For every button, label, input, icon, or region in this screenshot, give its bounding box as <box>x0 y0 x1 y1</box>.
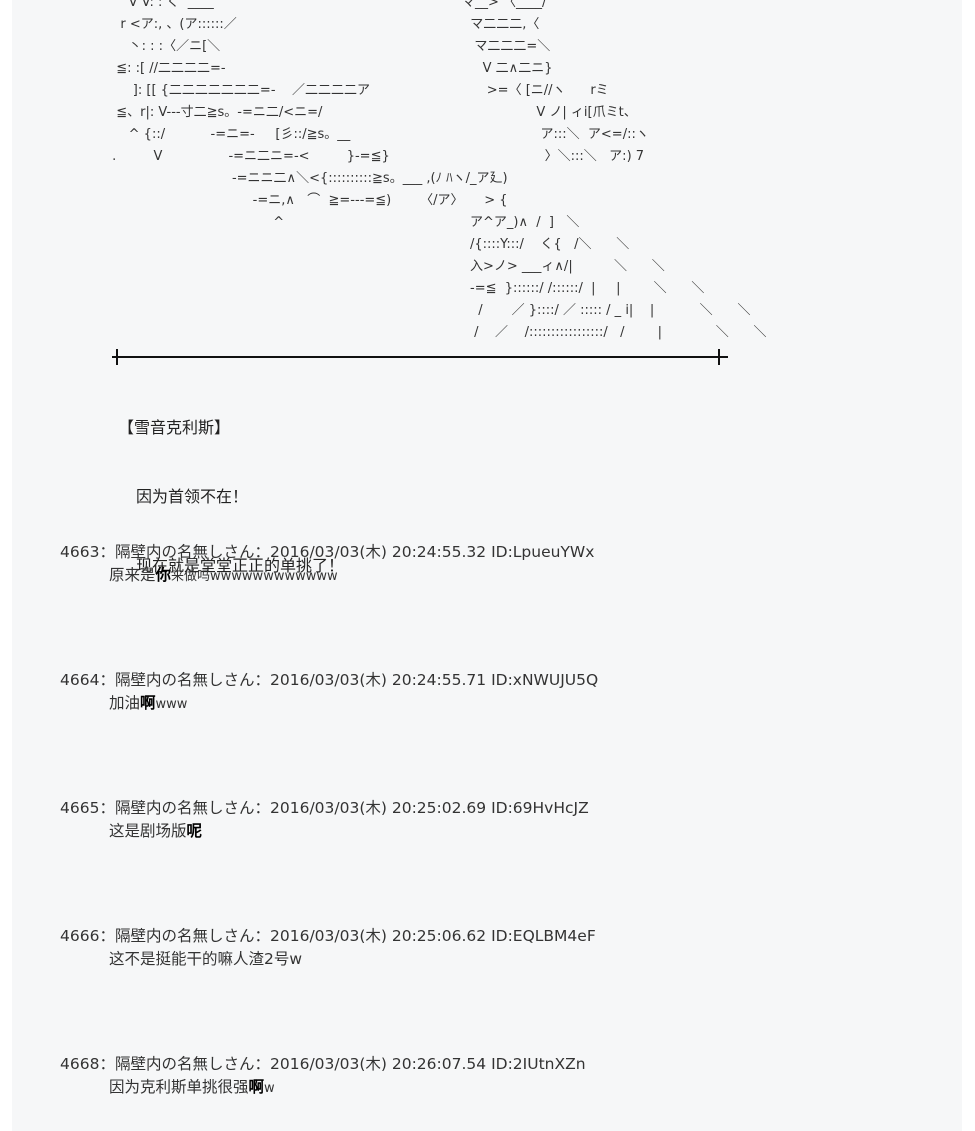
ascii-art-line: マ二二二=＼ <box>462 39 551 54</box>
post-number[interactable]: 4663 <box>60 543 100 561</box>
ascii-art-line: V 二∧二ニ} <box>462 61 553 76</box>
ascii-art-line: /{::::Y:::/ く{ /＼ ＼ <box>470 237 630 252</box>
ascii-art-line: 〉＼:::＼ ア:) 7 <box>462 149 645 164</box>
ascii-art-bottom: ア^ア_)∧ / ] ＼/{::::Y:::/ く{ /＼ ＼入>ノ> ___ィ… <box>470 212 767 344</box>
ascii-art-line: V ノ| ィi[爪ミt、 <box>462 105 637 120</box>
ascii-art-line: / ／ /:::::::::::::::::/ / | ＼ ＼ <box>470 325 767 340</box>
separator: ： <box>254 671 270 689</box>
post-header: 4666：隔壁内の名無しさん：2016/03/03(木) 20:25:06.62… <box>60 925 596 948</box>
ascii-art-line: -=ニニ二∧＼<{::::::::::≧s。___ ,(ﾉ ﾊヽ/_ア廴) <box>108 171 508 186</box>
ascii-art-line: r <ア:, 、(ア::::::／ <box>108 17 237 32</box>
post-text: 来做吗wwwwwwwwwwww <box>171 569 338 584</box>
post-header: 4665：隔壁内の名無しさん：2016/03/03(木) 20:25:02.69… <box>60 797 589 820</box>
poster-id[interactable]: ID:LpueuYWx <box>491 543 595 561</box>
speech-line: 因为首领不在！ <box>136 487 249 506</box>
poster-name: 隔壁内の名無しさん <box>114 543 255 561</box>
ascii-art-line: ア^ア_)∧ / ] ＼ <box>470 215 580 230</box>
poster-id[interactable]: ID:2IUtnXZn <box>491 1055 586 1073</box>
post-body: 这是剧场版呢 <box>60 820 589 844</box>
separator: ： <box>254 543 270 561</box>
post-date: 2016/03/03(木) 20:25:02.69 <box>270 799 487 817</box>
ascii-art-left: V V: : く ____ r <ア:, 、(ア::::::／ 丶: : :〈／… <box>108 0 508 234</box>
post-text: www <box>155 697 188 712</box>
post-text-bold: 啊 <box>140 694 156 712</box>
speech-block: 【雪音克利斯】 因为首领不在！ 现在就是堂堂正正的单挑了！ <box>118 370 344 600</box>
post-date: 2016/03/03(木) 20:24:55.71 <box>270 671 487 689</box>
poster-id[interactable]: ID:xNWUJU5Q <box>491 671 599 689</box>
post-text: w <box>264 1081 275 1096</box>
post-number[interactable]: 4665 <box>60 799 100 817</box>
divider-tick-right <box>718 349 720 365</box>
post: 4663：隔壁内の名無しさん：2016/03/03(木) 20:24:55.32… <box>60 541 594 588</box>
post-body: 这不是挺能干的嘛人渣2号w <box>60 948 596 972</box>
separator: ： <box>254 927 270 945</box>
post-date: 2016/03/03(木) 20:25:06.62 <box>270 927 487 945</box>
post-body: 加油啊www <box>60 692 598 716</box>
separator: ： <box>99 543 115 561</box>
post: 4664：隔壁内の名無しさん：2016/03/03(木) 20:24:55.71… <box>60 669 598 716</box>
poster-name: 隔壁内の名無しさん <box>114 671 255 689</box>
post-text: 因为克利斯单挑很强 <box>109 1078 249 1096</box>
post-text: 加油 <box>109 694 141 712</box>
post-text-bold: 啊 <box>248 1078 265 1096</box>
separator: ： <box>254 1055 270 1073</box>
separator: ： <box>99 799 115 817</box>
post-text: 这不是挺能干的嘛人渣2号w <box>109 950 303 968</box>
ascii-art-line: >=〈 [ニ//ヽ rミ <box>462 83 609 98</box>
post-body: 原来是你来做吗wwwwwwwwwwww <box>60 564 594 588</box>
post-date: 2016/03/03(木) 20:26:07.54 <box>270 1055 487 1073</box>
post-header: 4663：隔壁内の名無しさん：2016/03/03(木) 20:24:55.32… <box>60 541 594 564</box>
speaker-name: 【雪音克利斯】 <box>118 418 231 437</box>
post-text: 原来是 <box>109 566 156 584</box>
ascii-art-line: ]: [[ {二二二二二二二=- ／二二二二ア <box>108 83 371 98</box>
ascii-art-line: ^ {::/ -=ニ=- [彡::/≧s。__ <box>108 127 351 142</box>
poster-id[interactable]: ID:69HvHcJZ <box>491 799 589 817</box>
ascii-art-line: 入>ノ> ___ィ∧/| ＼ ＼ <box>470 259 665 274</box>
post: 4668：隔壁内の名無しさん：2016/03/03(木) 20:26:07.54… <box>60 1053 586 1100</box>
ascii-art-line: -=≦ }::::::/ /::::::/ | | ＼ ＼ <box>470 281 705 296</box>
ascii-art-line: ≦: :[ //二二二二=- <box>108 61 226 76</box>
post-date: 2016/03/03(木) 20:24:55.32 <box>270 543 487 561</box>
post: 4666：隔壁内の名無しさん：2016/03/03(木) 20:25:06.62… <box>60 925 596 972</box>
ascii-art-line: 丶: : :〈／ニ[＼ <box>108 39 221 54</box>
post-text-bold: 呢 <box>186 822 203 840</box>
post-number[interactable]: 4664 <box>60 671 100 689</box>
ascii-art-line: -=ニ,∧ ⌒ ≧=---=≦) 〈/ア〉 > { <box>108 193 508 208</box>
post-body: 因为克利斯单挑很强啊w <box>60 1076 586 1100</box>
post-header: 4668：隔壁内の名無しさん：2016/03/03(木) 20:26:07.54… <box>60 1053 586 1076</box>
ascii-art-line: ≦、r|: V---寸二≧s。-=ニ二/<ニ=/ <box>108 105 323 120</box>
post-number[interactable]: 4666 <box>60 927 100 945</box>
ascii-art-line: / ／ }::::/ ／ ::::: / _ i| | ＼ ＼ <box>470 303 751 318</box>
speech-line: 现在就是堂堂正正的单挑了！ <box>136 556 345 575</box>
post-header: 4664：隔壁内の名無しさん：2016/03/03(木) 20:24:55.71… <box>60 669 598 692</box>
post: 4665：隔壁内の名無しさん：2016/03/03(木) 20:25:02.69… <box>60 797 589 844</box>
ascii-art-line: . V -=ニ二ニ=-< }-=≦} <box>108 149 390 164</box>
thread-panel <box>12 0 962 1131</box>
separator: ： <box>99 671 115 689</box>
separator: ： <box>254 799 270 817</box>
separator: ： <box>99 927 115 945</box>
post-number[interactable]: 4668 <box>60 1055 100 1073</box>
divider-tick-left <box>116 349 118 365</box>
ascii-art-line: ^ <box>108 215 285 230</box>
poster-name: 隔壁内の名無しさん <box>114 1055 255 1073</box>
ascii-art-line: ア:::＼ ア<=/::ヽ <box>462 127 649 142</box>
poster-name: 隔壁内の名無しさん <box>114 927 255 945</box>
ascii-art-right: マ__> 〈____/ マ二二二,〈 マ二二二=＼ V 二∧二ニ} >=〈 [ニ… <box>462 0 649 168</box>
ascii-art-line: マ__> 〈____/ <box>462 0 547 10</box>
post-text: 这是剧场版 <box>109 822 187 840</box>
poster-name: 隔壁内の名無しさん <box>114 799 255 817</box>
separator: ： <box>99 1055 115 1073</box>
ascii-art-line: マ二二二,〈 <box>462 17 540 32</box>
poster-id[interactable]: ID:EQLBM4eF <box>491 927 596 945</box>
ascii-art-line: V V: : く ____ <box>108 0 214 10</box>
divider-line <box>112 356 728 358</box>
post-text-bold: 你 <box>155 566 172 584</box>
